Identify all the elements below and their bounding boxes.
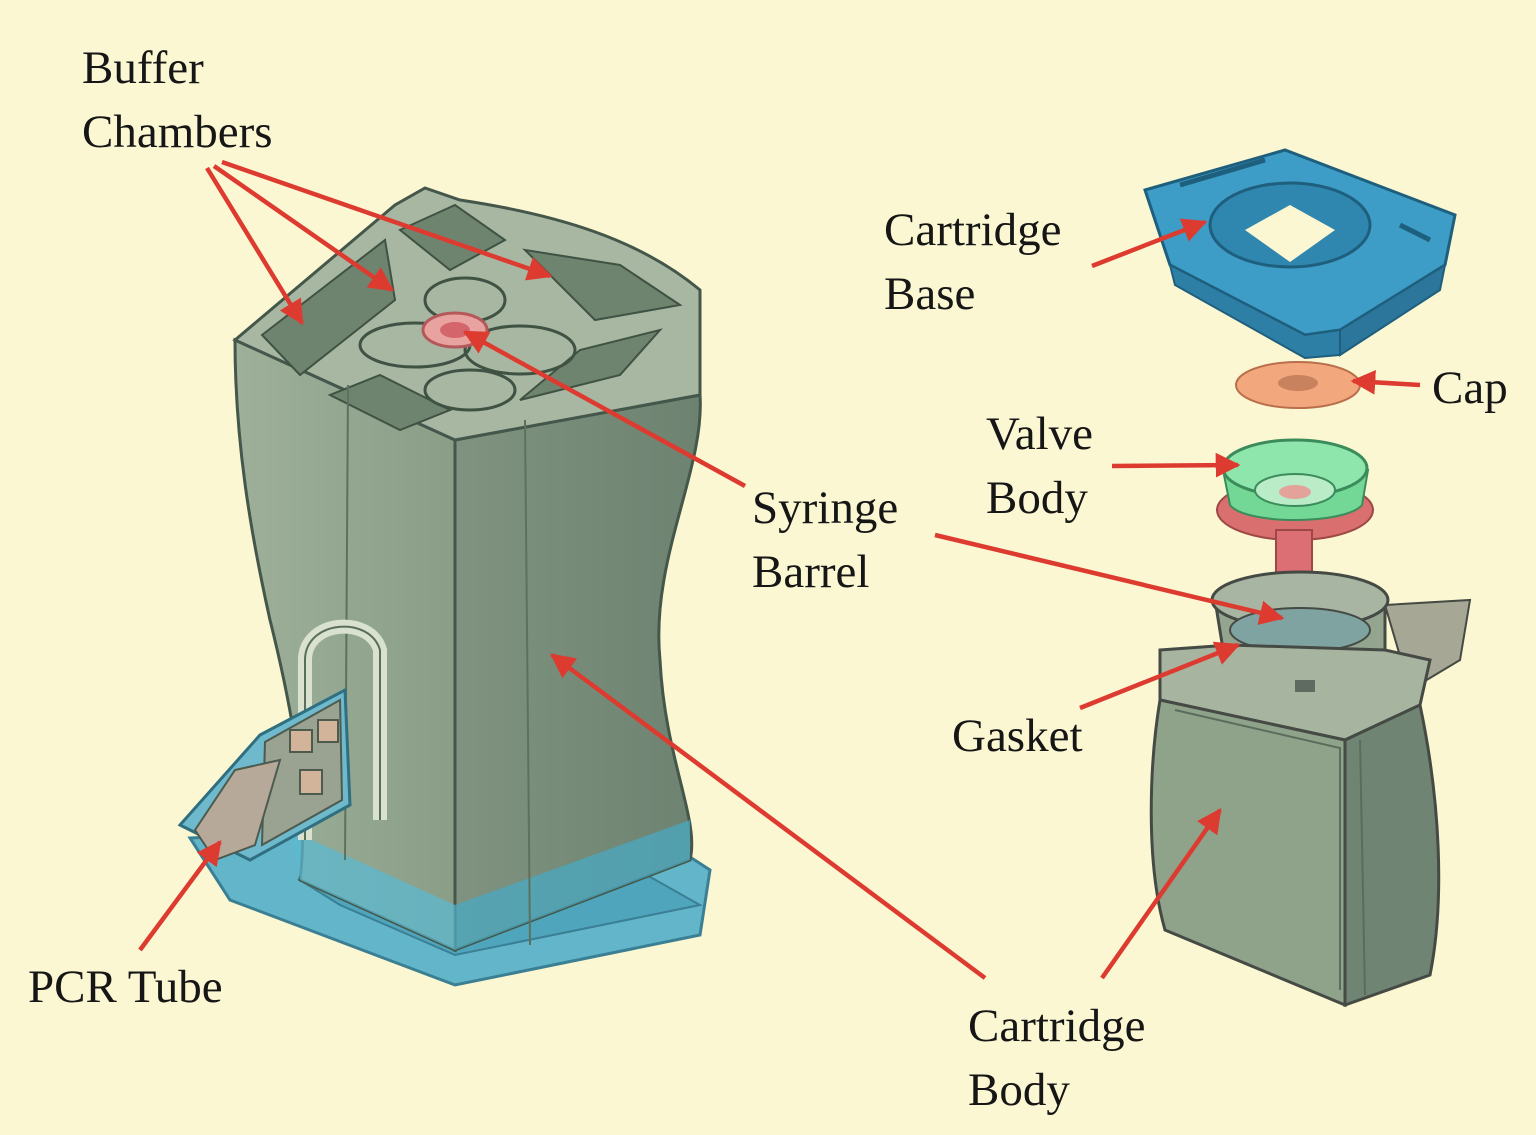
- label-gasket: Gasket: [952, 710, 1083, 762]
- cap-part: [1235, 361, 1361, 409]
- cartridge-body-part: [1149, 570, 1472, 1008]
- callout-arrows: [138, 159, 1421, 980]
- arrow-cartridge-body-left: [550, 653, 987, 980]
- label-pcr-tube: PCR Tube: [28, 961, 223, 1013]
- arrow-cartridge-body-right: [1100, 807, 1222, 980]
- label-valve-body: Valve Body: [986, 408, 1094, 524]
- arrow-gasket: [1079, 641, 1241, 711]
- arrow-valve-body: [1111, 452, 1241, 478]
- pcr-tube-holder: [177, 687, 352, 862]
- label-cap: Cap: [1432, 362, 1508, 414]
- label-syringe-barrel: Syringe Barrel: [752, 482, 899, 598]
- arrow-buffer-chambers-3: [221, 159, 553, 281]
- arrow-pcr-tube: [138, 840, 222, 952]
- arrow-syringe-barrel-left: [462, 330, 747, 488]
- label-buffer-chambers: Buffer Chambers: [82, 42, 273, 158]
- arrow-cartridge-base: [1091, 218, 1208, 269]
- valve-body-part: [1216, 438, 1374, 541]
- label-cartridge-body: Cartridge Body: [968, 1000, 1146, 1116]
- arrow-syringe-barrel-right: [934, 532, 1285, 625]
- label-cartridge-base: Cartridge Base: [884, 204, 1062, 320]
- arrow-cap: [1350, 369, 1421, 395]
- assembled-cartridge: [177, 186, 712, 987]
- cartridge-base-part: [1143, 148, 1457, 360]
- arrow-buffer-chambers-1: [205, 166, 304, 326]
- arrow-buffer-chambers-2: [212, 164, 395, 292]
